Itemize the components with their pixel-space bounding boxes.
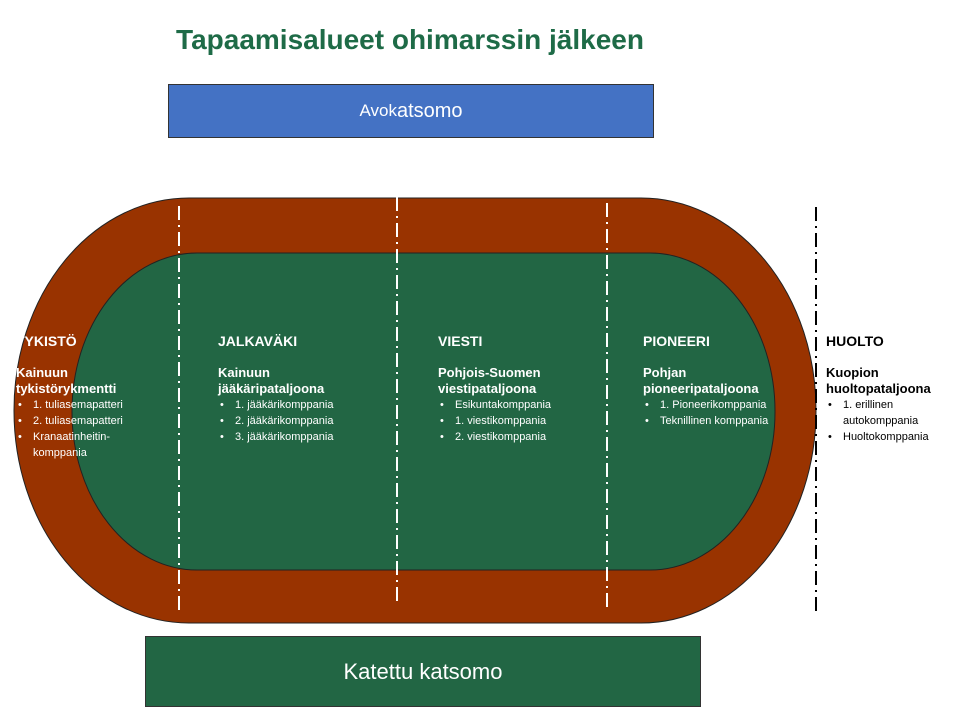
branch-unit: Kuopion huoltopataljoona [826, 365, 931, 396]
list-item: 1. jääkärikomppania [218, 397, 393, 413]
list-item: 1. erillinen autokomppania [826, 397, 938, 429]
branch-unit: Pohjois-Suomen viestipataljoona [438, 365, 541, 396]
branch-heading: PIONEERI [643, 333, 710, 349]
branch-unit: Pohjan pioneeripataljoona [643, 365, 759, 396]
open-stand-label-prefix: Avok [359, 101, 397, 120]
list-item: 2. jääkärikomppania [218, 413, 393, 429]
list-item: 2. viestikomppania [438, 429, 603, 445]
list-item: 1. viestikomppania [438, 413, 603, 429]
branch-huolto: HUOLTO Kuopion huoltopataljoona 1. erill… [826, 333, 956, 445]
list-item: Kranaatinheitin-komppania [16, 429, 123, 461]
branch-heading: VIESTI [438, 333, 483, 349]
branch-unit: Kainuun jääkäripataljoona [218, 365, 325, 396]
branch-heading: HUOLTO [826, 333, 884, 349]
branch-pioneeri: PIONEERI Pohjan pioneeripataljoona 1. Pi… [643, 333, 808, 429]
list-item: Esikuntakomppania [438, 397, 603, 413]
branch-viesti: VIESTI Pohjois-Suomen viestipataljoona E… [438, 333, 603, 445]
list-item: 1. Pioneerikomppania [643, 397, 808, 413]
covered-stand: Katettu katsomo [145, 636, 701, 707]
open-stand-label-rest: atsomo [396, 99, 463, 122]
branch-jalkavaki: JALKAVÄKI Kainuun jääkäripataljoona 1. j… [218, 333, 393, 445]
list-item: Teknillinen komppania [643, 413, 808, 429]
list-item: 2. tuliasemapatteri [16, 413, 131, 429]
diagram-title: Tapaamisalueet ohimarssin jälkeen [176, 24, 644, 55]
list-item: 3. jääkärikomppania [218, 429, 393, 445]
branch-tykisto: TYKISTÖ Kainuun tykistörykmentti 1. tuli… [16, 333, 166, 461]
branch-heading: JALKAVÄKI [218, 333, 298, 349]
covered-stand-label: Katettu katsomo [343, 658, 503, 684]
branch-heading: TYKISTÖ [16, 333, 77, 349]
branch-unit: Kainuun tykistörykmentti [16, 365, 117, 396]
list-item: Huoltokomppania [826, 429, 956, 445]
list-item: 1. tuliasemapatteri [16, 397, 131, 413]
